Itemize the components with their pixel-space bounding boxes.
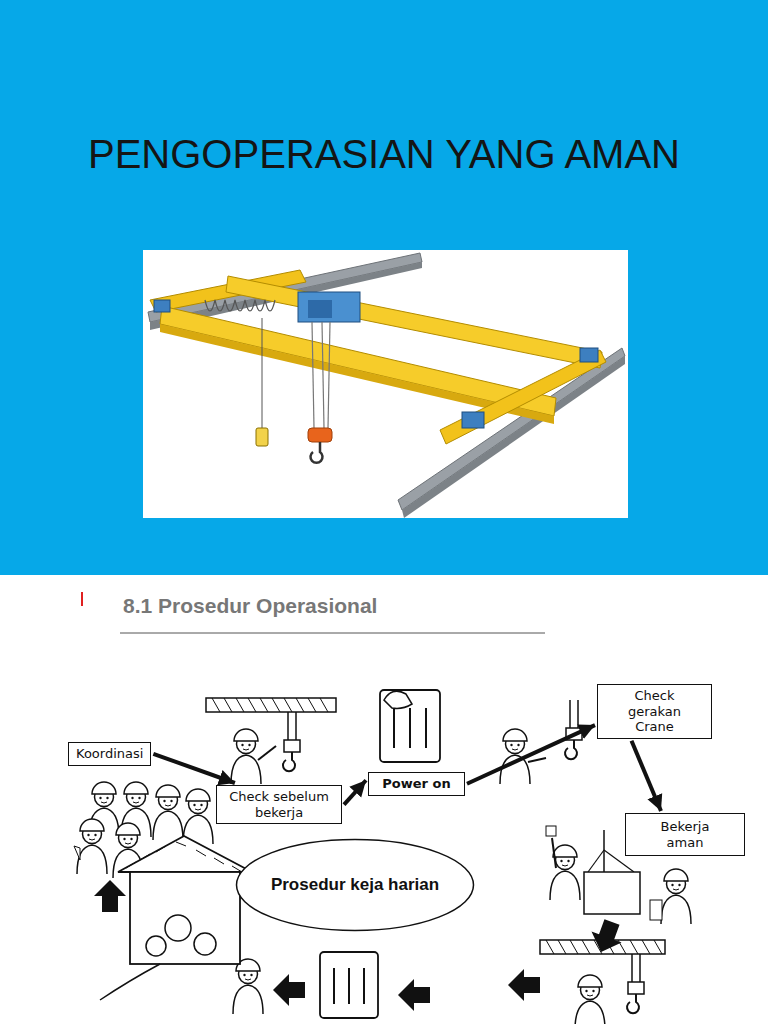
cycle-arrows-part [94, 880, 126, 912]
team-figures-part [77, 819, 107, 874]
power-switch-off [320, 952, 378, 1018]
check-motion-figure [500, 700, 582, 784]
check-before-figure-part [212, 698, 328, 712]
crane-picture-part [328, 322, 330, 428]
check-before-figure [206, 698, 336, 784]
home-figure-part [146, 936, 166, 956]
step-label-box: Power on [368, 772, 465, 796]
crane-picture-part [462, 412, 484, 428]
crane-picture-part [440, 350, 606, 444]
section-heading: 8.1 Prosedur Operasional [123, 594, 377, 618]
power-switch-part [380, 690, 440, 762]
worker-figure [233, 959, 263, 1014]
red-mark [81, 592, 83, 606]
check-before-figure-part [258, 746, 276, 760]
power-switch-part [409, 708, 411, 748]
safe-work-figure-part [650, 900, 662, 920]
power-switch-part [425, 708, 427, 748]
flow-arrow [632, 741, 662, 811]
team-figures-part [183, 789, 213, 844]
power-switch-off-part [320, 952, 378, 1018]
power-switch-part [384, 691, 412, 708]
home-figure [100, 836, 252, 1000]
crane-picture-part [154, 300, 170, 312]
after-work-figure-part [627, 954, 644, 1013]
safe-work-figure-part [584, 872, 640, 914]
node-text: Check sebelum bekerja [223, 789, 335, 820]
after-work-figure [540, 940, 665, 1024]
home-figure-part [126, 842, 242, 872]
crane-picture-part [143, 250, 628, 518]
power-switch [380, 690, 440, 762]
node-text: Power on [375, 776, 458, 792]
ellipse-shape [237, 840, 474, 931]
node-text: Prosedur keja harian [247, 875, 463, 895]
crane-picture-part [322, 322, 324, 428]
step-label-box: Bekerja aman [625, 813, 745, 856]
step-label-box: Check gerakan Crane [597, 684, 712, 739]
safe-work-figure-part [588, 850, 604, 872]
power-switch-off-part [363, 968, 365, 1004]
home-figure-part [100, 964, 160, 1000]
flow-arrow [344, 780, 366, 804]
home-figure-part [130, 872, 240, 964]
crane-picture-part [308, 300, 332, 318]
after-work-figure-part [575, 975, 605, 1024]
cycle-arrows-part [586, 917, 627, 958]
team-figures-part [153, 785, 183, 840]
heading-rule [120, 633, 545, 634]
home-figure-part [118, 836, 252, 872]
safe-work-figure-part [546, 826, 556, 836]
center-ellipse: Prosedur keja harian [235, 838, 475, 932]
slide-title: PENGOPERASIAN YANG AMAN [84, 128, 684, 180]
crane-picture [143, 250, 628, 518]
crane-picture-part [311, 442, 323, 463]
power-switch-off-part [333, 968, 335, 1004]
power-switch-off-part [348, 968, 350, 1004]
step-label-box: Check sebelum bekerja [216, 785, 342, 824]
crane-picture-part [262, 318, 263, 428]
cycle-arrows-part [508, 969, 540, 1001]
check-motion-figure-part [528, 758, 546, 762]
step-label-box: Koordinasi [68, 742, 151, 766]
check-before-figure-part [206, 698, 336, 712]
node-text: Bekerja aman [651, 819, 719, 850]
power-switch-part [393, 708, 395, 748]
node-text: Check gerakan Crane [616, 688, 693, 735]
cycle-arrows-part [273, 974, 305, 1006]
crane-picture-part [298, 292, 360, 322]
check-before-figure-part [231, 729, 261, 784]
check-motion-figure-part [565, 700, 582, 759]
safe-work-figure-part [661, 869, 691, 924]
safe-work-figure-part [552, 838, 556, 868]
team-figures-part [74, 846, 80, 860]
crane-picture-part [580, 348, 598, 362]
home-figure-part [194, 933, 216, 955]
node-text: Koordinasi [76, 746, 143, 762]
crane-picture-part [205, 300, 275, 311]
flow-arrow [153, 754, 235, 783]
crane-picture-part [308, 428, 332, 442]
home-figure-part [165, 915, 191, 941]
crane-picture-part [312, 322, 314, 428]
cycle-arrows-part [398, 979, 430, 1011]
flow-arrow [467, 725, 595, 784]
crane-picture-part [256, 428, 268, 446]
check-before-figure-part [283, 712, 300, 771]
